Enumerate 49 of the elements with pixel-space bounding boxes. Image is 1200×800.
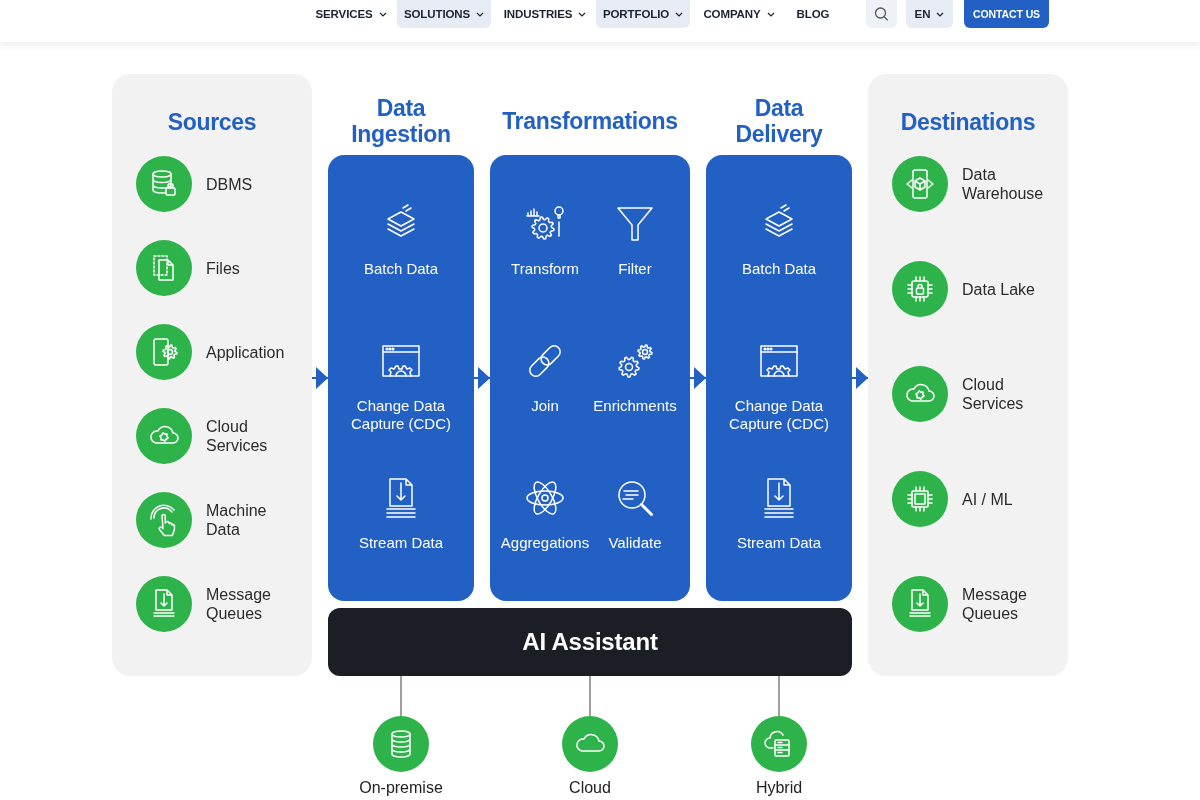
nav-link: COMPANY [699, 0, 779, 28]
group-panel [112, 74, 312, 676]
step-label: Validate [607, 534, 663, 552]
contact-button: CONTACT US [964, 0, 1049, 28]
item-label: Data Lake [962, 279, 1036, 299]
deployment-label: On-premise [358, 778, 444, 797]
step-label: Batch Data [741, 260, 817, 278]
item-label: Data Warehouse [962, 165, 1045, 203]
step-label: Stream Data [736, 534, 822, 552]
column-title: Sources [167, 109, 257, 135]
step-label: Change Data Capture (CDC) [350, 397, 452, 433]
step-label: Filter [617, 260, 653, 278]
column-title: Data Delivery [734, 94, 824, 147]
connector-line [778, 675, 780, 717]
item-label: DBMS [206, 174, 254, 194]
step-label: Aggregations [500, 534, 590, 552]
arrow [689, 367, 707, 389]
nav-link: BLOG [795, 7, 831, 22]
language-button: EN [906, 0, 953, 28]
item-label: Application [206, 342, 286, 362]
item-label: Message Queues [206, 585, 272, 623]
deployment-label: Cloud [568, 778, 612, 797]
connector-line [400, 675, 402, 717]
step-label: Transform [510, 260, 580, 278]
step-label: Stream Data [358, 534, 444, 552]
step-label: Join [530, 397, 560, 415]
column-title: Data Ingestion [350, 94, 452, 147]
column-title: Transformations [501, 107, 679, 134]
arrow [311, 367, 329, 389]
step-label: Enrichments [592, 397, 678, 415]
deployment-label: Hybrid [755, 778, 803, 797]
arrow [851, 367, 869, 389]
connector-line [589, 675, 591, 717]
arrow [473, 367, 491, 389]
nav-link: SERVICES [312, 0, 390, 28]
nav-link: INDUSTRIES [500, 0, 590, 28]
nav-link: SOLUTIONS [397, 0, 491, 28]
assistant-bar: AI Assistant [328, 608, 852, 676]
nav-link: PORTFOLIO [596, 0, 690, 28]
group-panel [868, 74, 1068, 676]
column-title: Destinations [900, 109, 1036, 135]
item-label: Machine Data [206, 501, 268, 539]
item-label: Cloud Services [206, 417, 269, 455]
item-label: AI / ML [962, 489, 1014, 509]
item-label: Cloud Services [962, 375, 1025, 413]
item-label: Files [206, 258, 241, 278]
step-label: Batch Data [363, 260, 439, 278]
item-label: Message Queues [962, 585, 1028, 623]
step-label: Change Data Capture (CDC) [728, 397, 830, 433]
